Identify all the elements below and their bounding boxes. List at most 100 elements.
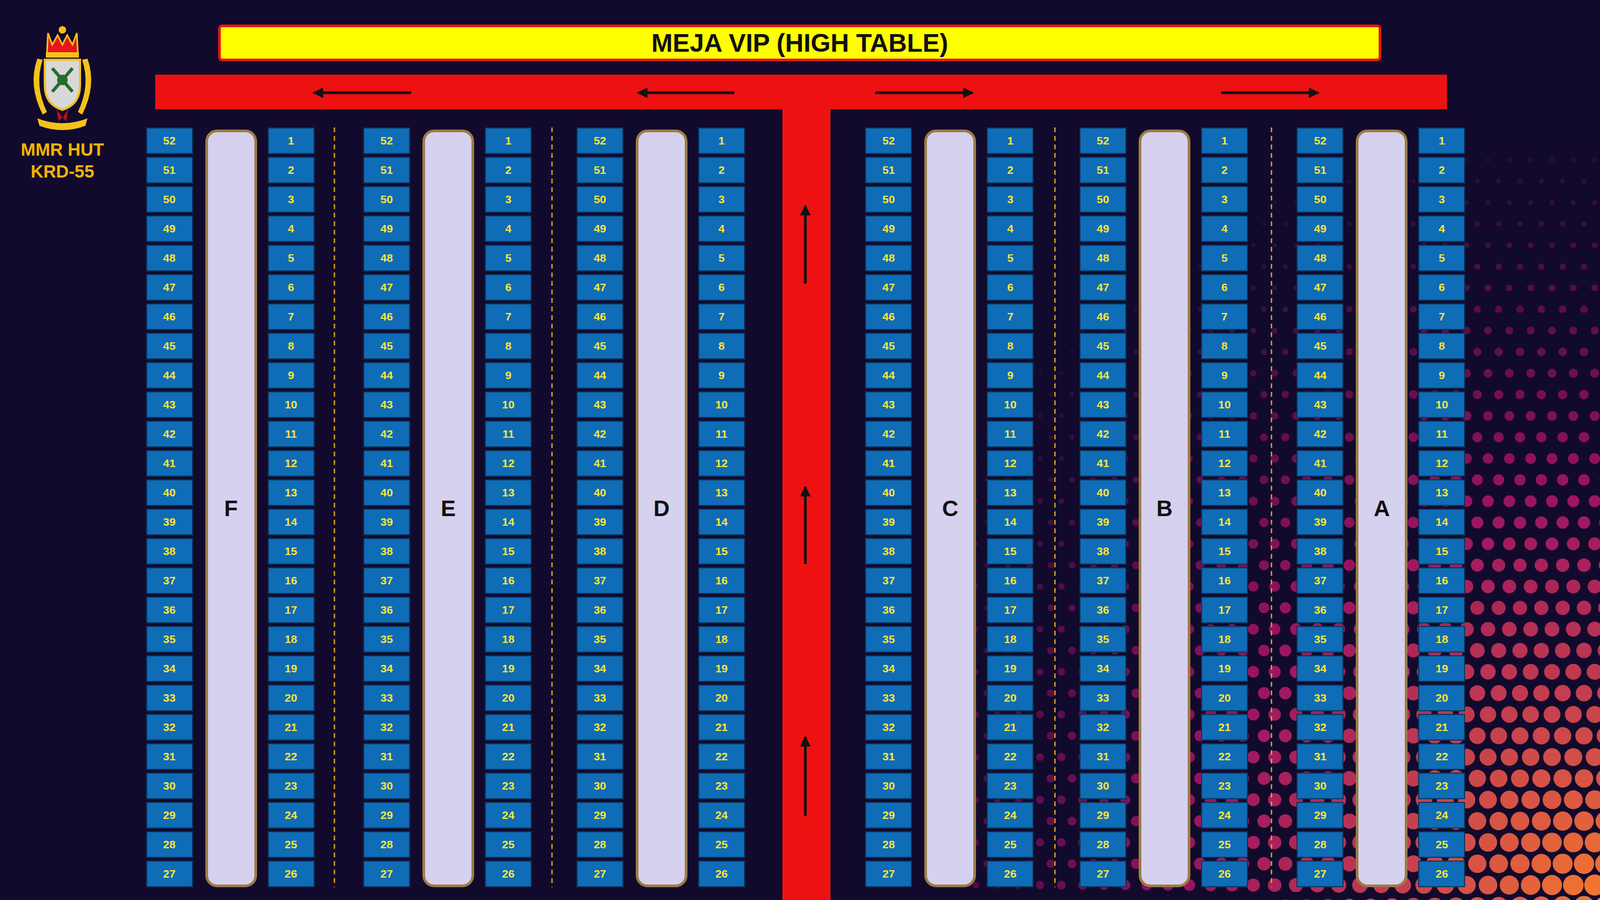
seat-number: 28 — [593, 838, 606, 852]
decor-dot — [1542, 748, 1561, 766]
table-title: MEJA VIP (HIGH TABLE) — [651, 28, 948, 58]
decor-dot — [1249, 454, 1258, 463]
seat-number: 40 — [593, 486, 606, 500]
seat-box: 2 — [698, 156, 746, 184]
decor-dot — [1468, 854, 1487, 874]
decor-dot — [1541, 875, 1563, 896]
decor-dot — [1133, 349, 1139, 355]
table-letter: E — [441, 496, 456, 522]
seat-box: 23 — [698, 772, 746, 800]
seat-number: 51 — [1314, 163, 1327, 177]
seat-box: 34 — [363, 655, 411, 683]
seat-box: 35 — [146, 626, 194, 653]
decor-dot — [1346, 264, 1352, 270]
seat-box: 43 — [1079, 391, 1127, 419]
seat-box: 41 — [1296, 450, 1344, 477]
seat-box: 51 — [1296, 156, 1344, 184]
decor-dot — [1341, 899, 1358, 900]
decor-dot — [1046, 689, 1055, 698]
seat-box: 36 — [1296, 596, 1344, 624]
seat-box: 14 — [986, 508, 1034, 536]
decor-dot — [1576, 600, 1591, 615]
seat-box: 15 — [1418, 538, 1466, 565]
decor-dot — [972, 882, 980, 890]
seat-box: 38 — [865, 538, 912, 565]
decor-dot — [1564, 706, 1582, 724]
seat-box: 46 — [363, 303, 411, 331]
seat-box: 51 — [146, 156, 194, 184]
seat-box: 10 — [267, 391, 315, 419]
seat-number: 19 — [1004, 662, 1017, 676]
seat-box: 22 — [484, 743, 532, 771]
seat-box: 13 — [986, 479, 1034, 507]
decor-dot — [1505, 369, 1514, 378]
seat-number: 33 — [380, 691, 393, 705]
seat-number: 9 — [505, 369, 512, 382]
seat-number: 48 — [163, 251, 176, 265]
seat-number: 15 — [284, 545, 298, 558]
decor-dot — [1068, 646, 1076, 655]
seat-number: 29 — [380, 809, 393, 822]
seat-box: 50 — [363, 186, 411, 213]
decor-dot — [1528, 200, 1533, 205]
decor-dot — [1478, 790, 1497, 809]
decor-dot — [1250, 328, 1257, 334]
decor-dot — [1510, 811, 1530, 831]
seat-number: 7 — [1221, 310, 1228, 324]
decor-dot — [1474, 221, 1480, 227]
seat-number: 5 — [1438, 251, 1446, 265]
seat-number: 6 — [1006, 281, 1014, 294]
seat-box: 50 — [576, 186, 624, 213]
seat-number: 3 — [1438, 193, 1446, 206]
seat-box: 20 — [986, 684, 1034, 712]
decor-dot — [1057, 753, 1066, 762]
aisle-bar — [782, 106, 831, 900]
seat-box: 36 — [1079, 596, 1127, 624]
seat-number: 28 — [380, 838, 393, 852]
decor-dot — [1410, 306, 1418, 314]
decor-dot — [1555, 600, 1570, 615]
seat-number: 45 — [1314, 339, 1327, 353]
seat-number: 44 — [1096, 369, 1109, 382]
decor-dot — [1558, 305, 1567, 314]
seat-box: 28 — [1079, 831, 1127, 859]
seat-box: 35 — [1296, 626, 1344, 653]
seat-number: 19 — [1218, 662, 1231, 676]
decor-dot — [1504, 453, 1515, 464]
seat-number: 10 — [1435, 398, 1448, 412]
seat-box: 41 — [363, 450, 411, 477]
seat-number: 40 — [380, 486, 393, 500]
decor-dot — [1069, 477, 1075, 483]
seat-box: 5 — [986, 244, 1034, 272]
decor-dot — [1475, 179, 1480, 184]
decor-dot — [1571, 157, 1575, 162]
seat-box: 26 — [267, 860, 315, 888]
decor-dot — [1547, 369, 1557, 379]
seat-box: 32 — [146, 714, 194, 741]
decor-dot — [1555, 643, 1571, 659]
seat-box: 1 — [484, 127, 532, 155]
decor-dot — [1036, 583, 1044, 590]
seat-box: 21 — [986, 714, 1034, 741]
seat-box: 31 — [1079, 743, 1127, 771]
seat-number: 42 — [380, 427, 393, 441]
seat-number: 14 — [501, 515, 515, 529]
seat-number: 16 — [1218, 574, 1231, 588]
decor-dot — [1472, 432, 1483, 443]
decor-dot — [1531, 896, 1551, 900]
decor-dot — [1503, 495, 1516, 508]
seat-number: 8 — [505, 339, 512, 353]
seat-number: 30 — [593, 779, 606, 793]
seat-box: 52 — [146, 127, 194, 155]
seat-number: 19 — [284, 662, 298, 676]
decor-dot — [1581, 221, 1587, 227]
seat-number: 47 — [163, 281, 176, 294]
decor-dot — [1059, 413, 1064, 419]
decor-dot — [1258, 602, 1270, 614]
seat-number: 14 — [715, 515, 728, 529]
seat-number: 32 — [163, 721, 176, 734]
seat-box: 26 — [1201, 860, 1248, 888]
decor-dot — [1590, 326, 1599, 335]
seat-box: 21 — [267, 714, 315, 741]
seat-number: 29 — [1096, 809, 1109, 822]
